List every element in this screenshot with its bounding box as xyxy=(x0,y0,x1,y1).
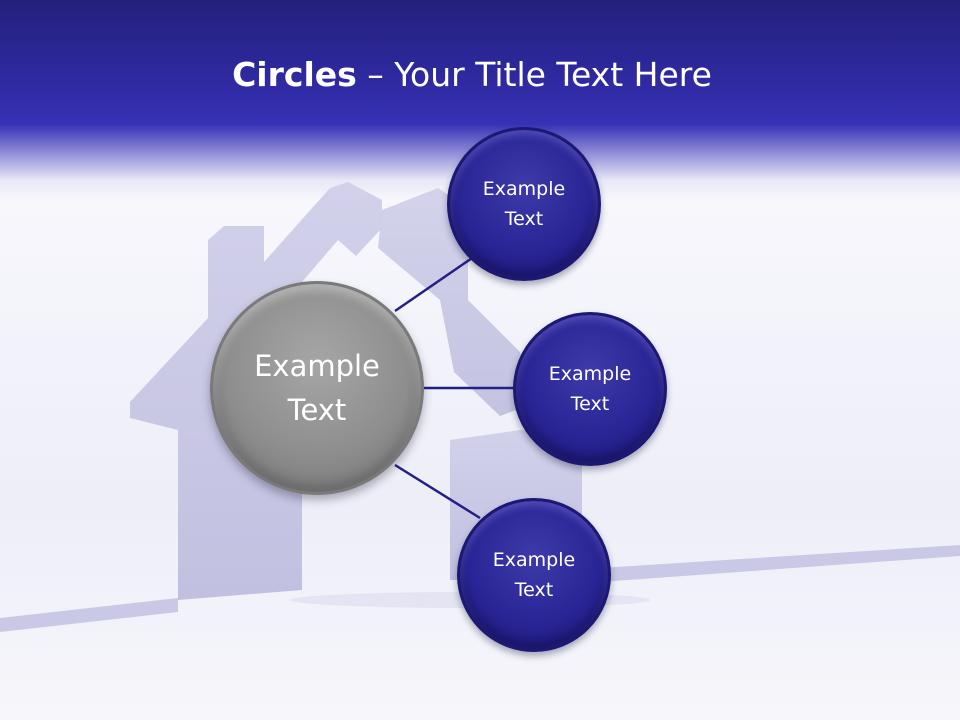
circle-node-middle: Example Text xyxy=(513,312,667,466)
circle-node-bottom: Example Text xyxy=(457,498,611,652)
circle-node-middle-line1: Example xyxy=(548,363,632,385)
circle-node-bottom-line1: Example xyxy=(492,549,576,571)
floor-line-right xyxy=(600,545,960,582)
center-circle-line1: Example xyxy=(254,349,380,383)
circle-node-middle-line2: Text xyxy=(570,393,610,415)
connector-line-top xyxy=(394,254,476,313)
circle-node-bottom-line2: Text xyxy=(514,579,554,601)
center-circle: Example Text xyxy=(210,281,424,495)
title-bold: Circles xyxy=(232,55,357,94)
house-roof-right xyxy=(378,188,528,416)
circle-node-top: Example Text xyxy=(447,127,601,281)
title-rest: – Your Title Text Here xyxy=(356,55,712,94)
circle-node-top-line1: Example xyxy=(482,178,566,200)
center-circle-line2: Text xyxy=(287,393,347,427)
floor-line xyxy=(0,598,178,632)
circle-node-top-line2: Text xyxy=(504,208,544,230)
page-title: Circles – Your Title Text Here xyxy=(0,52,944,98)
connector-line-bottom xyxy=(394,463,481,520)
